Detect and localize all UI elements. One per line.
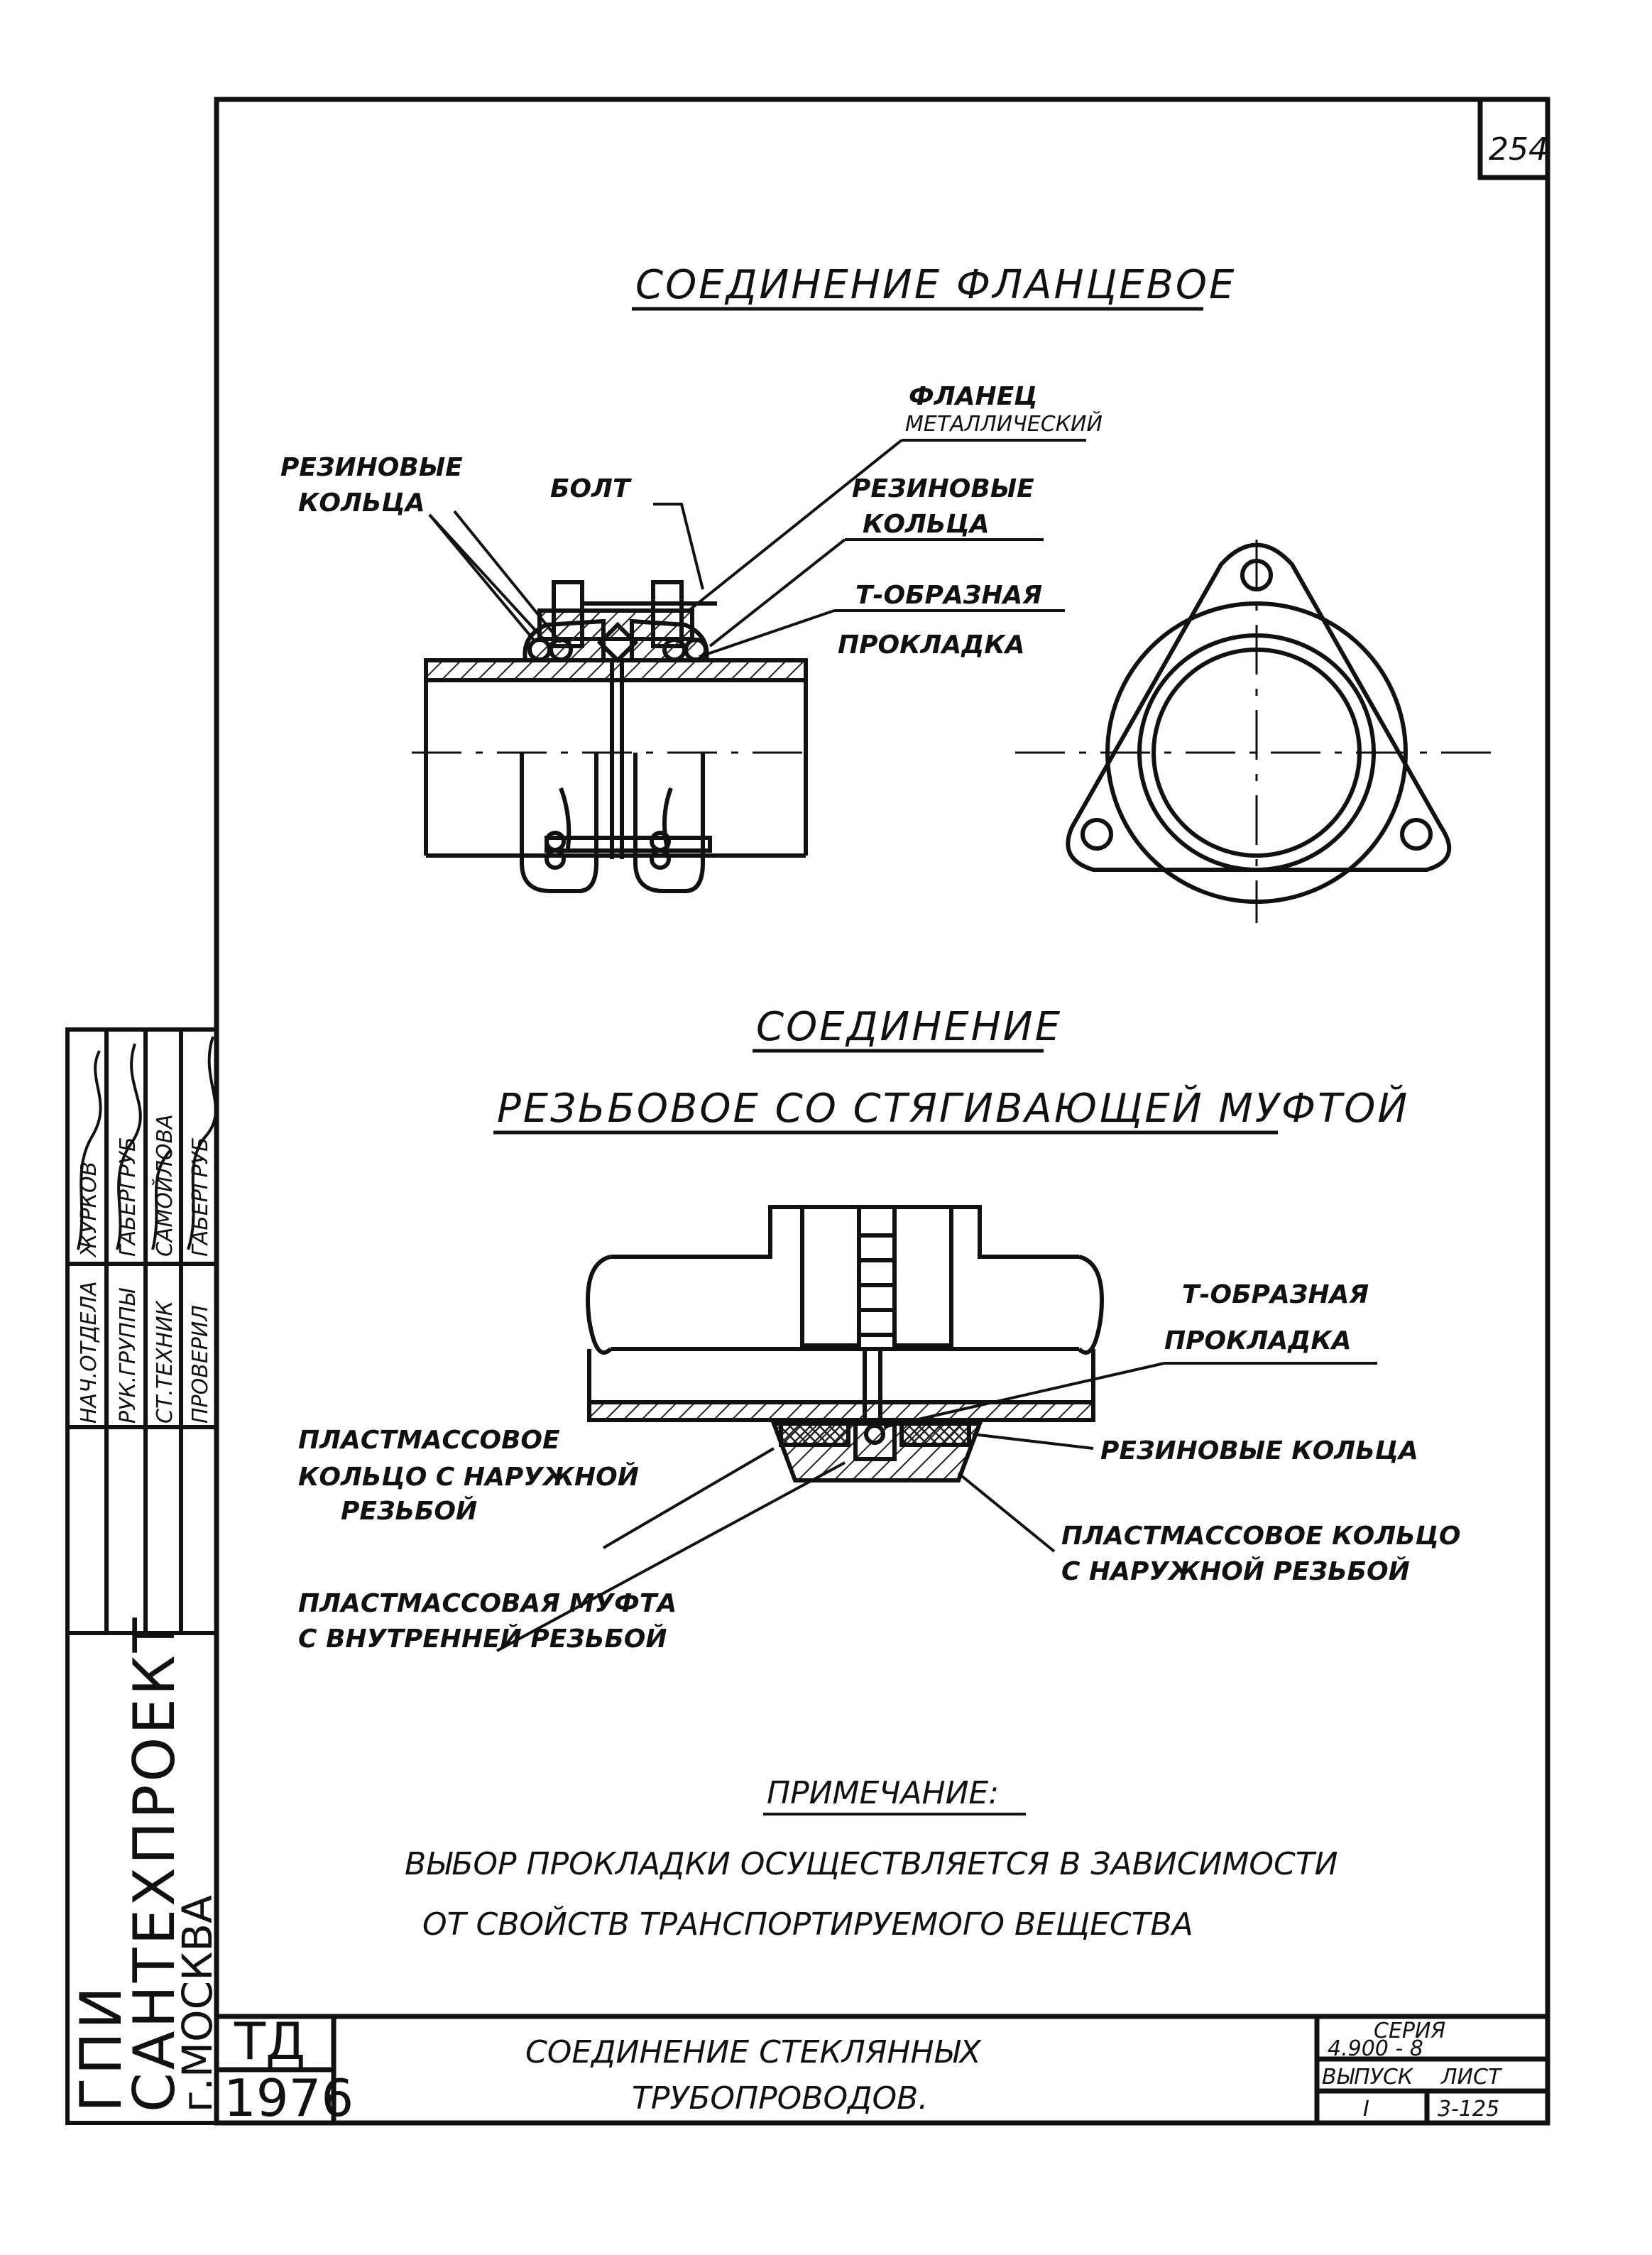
sheet-label: ЛИСТ [1440, 2065, 1503, 2090]
label-thread-rubber-rings: РЕЗИНОВЫЕ КОЛЬЦА [1100, 1436, 1418, 1465]
label-rubber-rings-right-2: КОЛЬЦА [863, 510, 990, 539]
org-line-1: ГПИ [68, 1984, 134, 2112]
label-thread-t-gasket-2: ПРОКЛАДКА [1164, 1326, 1352, 1355]
flange-section-title: СОЕДИНЕНИЕ ФЛАНЦЕВОЕ [635, 262, 1236, 308]
side-row-role-2: РУК.ГРУППЫ [116, 1288, 141, 1424]
side-row-name-4: ГАБЕРГРУБ [188, 1137, 213, 1257]
flange-labels: РЕЗИНОВЫЕ КОЛЬЦА БОЛТ ФЛАНЕЦ МЕТАЛЛИЧЕСК… [280, 382, 1103, 660]
flange-end-view [1015, 540, 1498, 923]
sheet-value: 3-125 [1438, 2097, 1499, 2122]
label-plastic-coupling-1: ПЛАСТМАССОВАЯ МУФТА [298, 1589, 677, 1618]
label-t-gasket-1: Т-ОБРАЗНАЯ [855, 581, 1042, 610]
title-block: ТД 1976 СОЕДИНЕНИЕ СТЕКЛЯННЫХ ТРУБОПРОВО… [224, 2011, 1503, 2128]
thread-leaders [496, 1362, 1377, 1652]
label-flange-2: МЕТАЛЛИЧЕСКИЙ [905, 411, 1103, 437]
label-plastic-ring-right-2: С НАРУЖНОЙ РЕЗЬБОЙ [1061, 1556, 1410, 1586]
note-line-1: ВЫБОР ПРОКЛАДКИ ОСУЩЕСТВЛЯЕТСЯ В ЗАВИСИМ… [405, 1846, 1338, 1882]
thread-section-title-2: РЕЗЬБОВОЕ СО СТЯГИВАЮЩЕЙ МУФТОЙ [497, 1086, 1409, 1132]
page-number: 254 [1489, 131, 1548, 168]
side-stamp: НАЧ.ОТДЕЛА ЖУРКОВ РУК.ГРУППЫ ГАБЕРГРУБ С… [65, 1027, 221, 2125]
label-plastic-coupling-2: С ВНУТРЕННЕЙ РЕЗЬБОЙ [298, 1624, 667, 1654]
label-flange-1: ФЛАНЕЦ [909, 382, 1038, 411]
drawing-name-2: ТРУБОПРОВОДОВ. [632, 2080, 928, 2117]
drawing-name-1: СОЕДИНЕНИЕ СТЕКЛЯННЫХ [525, 2034, 982, 2070]
issue-label: ВЫПУСК [1322, 2065, 1414, 2090]
label-thread-t-gasket-1: Т-ОБРАЗНАЯ [1182, 1280, 1369, 1309]
label-plastic-ring-left-3: РЕЗЬБОЙ [341, 1496, 477, 1526]
signature-marks [77, 1036, 217, 1250]
series-label: СЕРИЯ [1374, 2019, 1445, 2043]
note-heading: ПРИМЕЧАНИЕ: [767, 1775, 999, 1811]
thread-labels: Т-ОБРАЗНАЯ ПРОКЛАДКА РЕЗИНОВЫЕ КОЛЬЦА ПЛ… [298, 1280, 1461, 1654]
org-city: г.МОСКВА [173, 1895, 221, 2112]
label-rubber-rings-left-1: РЕЗИНОВЫЕ [280, 453, 463, 482]
flange-leaders [428, 439, 1086, 658]
label-rubber-rings-right-1: РЕЗИНОВЫЕ [852, 474, 1034, 503]
side-row-name-2: ГАБЕРГРУБ [116, 1137, 141, 1257]
label-t-gasket-2: ПРОКЛАДКА [838, 630, 1025, 660]
side-row-role-4: ПРОВЕРИЛ [188, 1305, 213, 1424]
note-block: ПРИМЕЧАНИЕ: ВЫБОР ПРОКЛАДКИ ОСУЩЕСТВЛЯЕТ… [405, 1775, 1338, 1943]
side-row-role-1: НАЧ.ОТДЕЛА [77, 1281, 102, 1424]
flange-joint-section [412, 580, 809, 893]
label-plastic-ring-left-2: КОЛЬЦО С НАРУЖНОЙ [298, 1462, 639, 1492]
series-value: 4.900 - 8 [1328, 2036, 1423, 2061]
side-row-name-3: САМОЙЛОВА [152, 1114, 177, 1257]
label-bolt: БОЛТ [550, 474, 632, 503]
side-row-name-1: ЖУРКОВ [77, 1162, 102, 1258]
issue-value: I [1363, 2097, 1369, 2122]
label-plastic-ring-right-1: ПЛАСТМАССОВОЕ КОЛЬЦО [1061, 1522, 1461, 1551]
label-plastic-ring-left-1: ПЛАСТМАССОВОЕ [298, 1426, 560, 1455]
threaded-joint-section [586, 1205, 1104, 1483]
thread-section-title-1: СОЕДИНЕНИЕ [756, 1004, 1062, 1050]
org-line-2: САНТЕХПРОЕКТ [121, 1615, 187, 2112]
doc-year: 1976 [224, 2068, 354, 2128]
note-line-2: ОТ СВОЙСТВ ТРАНСПОРТИРУЕМОГО ВЕЩЕСТВА [422, 1905, 1193, 1943]
doc-code: ТД [234, 2011, 305, 2071]
label-rubber-rings-left-2: КОЛЬЦА [298, 488, 425, 518]
side-row-role-3: СТ.ТЕХНИК [153, 1299, 177, 1424]
